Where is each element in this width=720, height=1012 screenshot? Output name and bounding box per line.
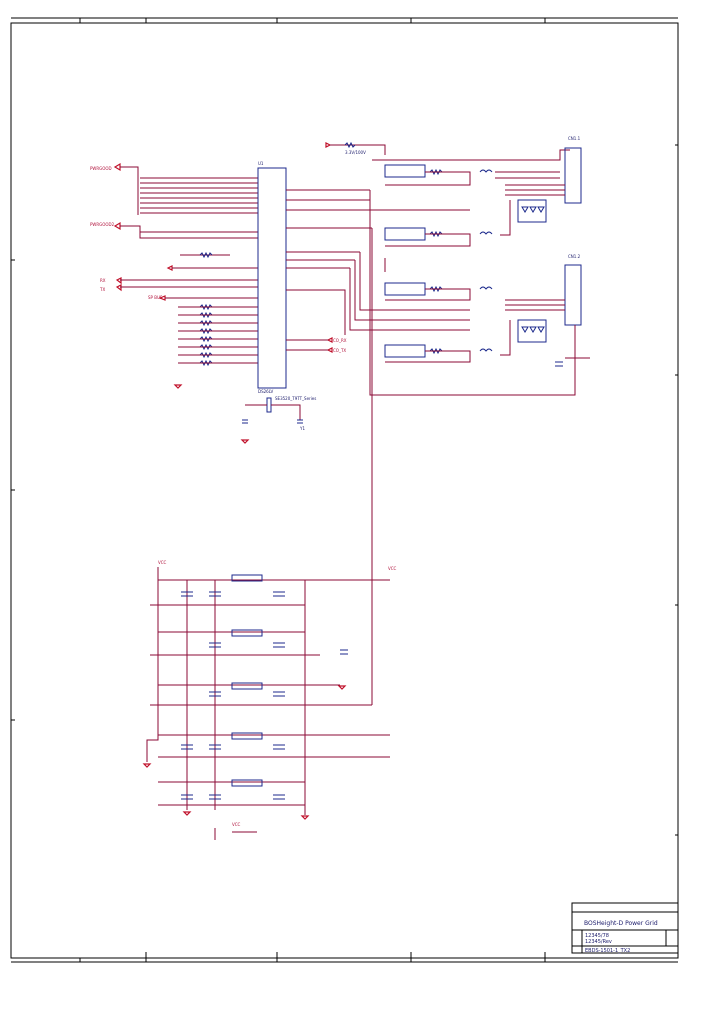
connector-cn1-1: CN1.1 [500, 136, 582, 236]
ic-ref: U1 [258, 161, 264, 166]
title-block-line2: 12345/78 [585, 933, 609, 939]
channel-block-4 [384, 344, 493, 363]
net-label-co-tx: CO_TX [333, 348, 346, 353]
routing-wires [349, 190, 576, 705]
net-label-sp-bus: SP BUS [148, 295, 163, 300]
net-label-pwrgood: PWRGOOD [90, 166, 112, 171]
title-block: BOSHeight-D Power Grid 12345/78 12345/Re… [571, 902, 679, 954]
main-ic: U1 DS26LV [257, 161, 380, 394]
input-bus-wires [120, 166, 258, 299]
net-label-pwrgood2: PWRGOOD2 [90, 222, 115, 227]
vcc-small-label: VCC [232, 822, 241, 827]
power-section: VCC VCC [142, 560, 397, 840]
ref-label-top: 3.3V/100V [345, 150, 366, 155]
resistor-array [173, 251, 258, 389]
power-top-label: VCC [388, 566, 397, 571]
title-block-line4: EBDS-1501-1_TX2 [585, 948, 630, 954]
crystal-ref: Y1 [299, 426, 305, 431]
crystal-part: SE3520_T9TT_Series [275, 396, 316, 401]
left-net-labels: PWRGOOD PWRGOOD2 RX TX SP BUS CO_RX CO_T… [90, 150, 366, 353]
left-connectors [113, 142, 333, 353]
connector-cn1-2: CN1.2 [500, 254, 590, 370]
net-label-tx: TX [99, 287, 105, 292]
rail-label-vcc: VCC [158, 560, 167, 565]
title-block-line3: 12345/Rev [585, 939, 612, 945]
channel-block-3 [384, 282, 493, 301]
connector-2-label: CN1.2 [568, 254, 581, 259]
channel-block-1 [384, 164, 560, 186]
channel-block-2 [384, 227, 493, 247]
title-block-title: BOSHeight-D Power Grid [584, 920, 658, 927]
ic-part: DS26LV [258, 389, 273, 394]
crystal: SE3520_T9TT_Series Y1 [240, 396, 316, 444]
drawing-frame [10, 17, 679, 963]
net-label-rx: RX [100, 278, 106, 283]
net-label-co-rx: CO_RX [333, 338, 347, 343]
connector-1-label: CN1.1 [568, 136, 581, 141]
top-power [330, 141, 570, 161]
